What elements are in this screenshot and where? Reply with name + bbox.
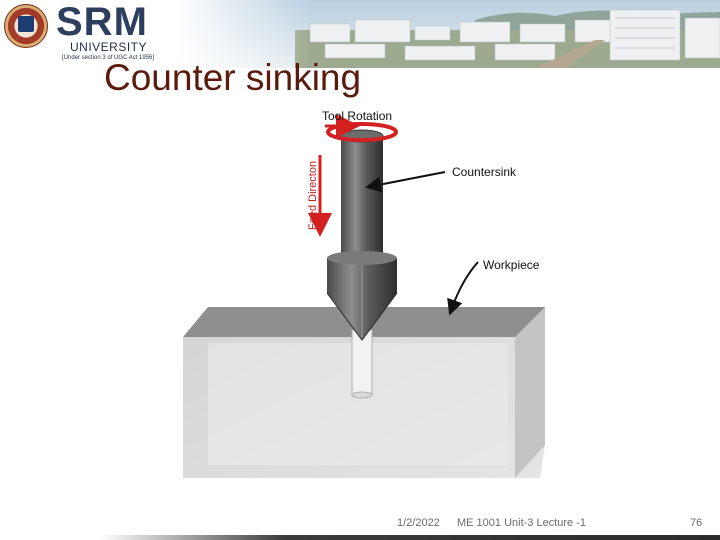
tool-rotation-label: Tool Rotation [322,109,392,123]
countersink-label: Countersink [452,165,517,179]
footer-rule [100,535,720,540]
workpiece-pointer-arrow [452,262,478,308]
workpiece-label: Workpiece [483,258,540,272]
countersink-diagram: Tool Rotation Feed Directon Countersink … [170,100,590,490]
university-seal-icon [4,4,48,48]
footer-date: 1/2/2022 [397,517,440,529]
feed-direction-label: Feed Directon [307,161,319,230]
slide-title: Counter sinking [104,57,361,99]
page-number: 76 [690,517,702,529]
logo-university-text: UNIVERSITY [70,40,147,54]
footer-course: ME 1001 Unit-3 Lecture -1 [457,517,586,529]
logo-srm-text: SRM [56,1,148,43]
countersink-pointer-arrow [373,172,445,186]
